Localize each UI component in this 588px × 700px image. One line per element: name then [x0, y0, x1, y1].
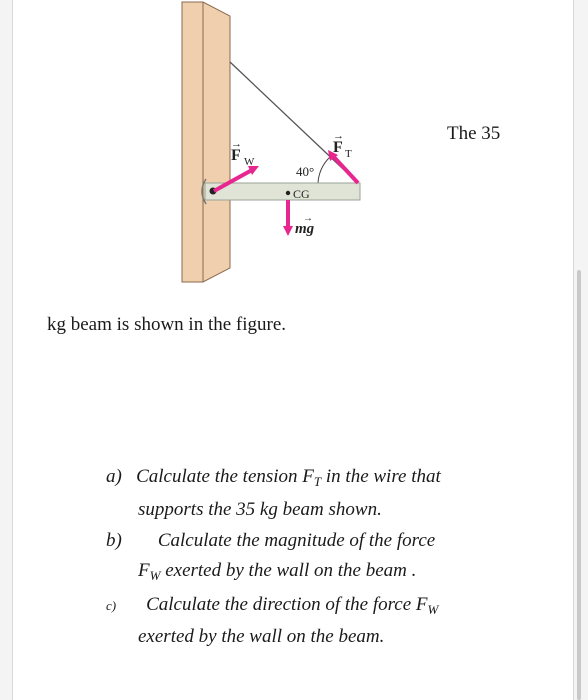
angle-label: 40°	[296, 164, 314, 179]
question-b-sub: W	[149, 568, 161, 583]
question-c-line2: exerted by the wall on the beam.	[138, 626, 385, 647]
intro-text-part1: The 35	[447, 123, 501, 144]
hinge-bracket	[201, 178, 207, 205]
question-c-marker: c)	[106, 598, 117, 613]
fw-label-sub: W	[244, 156, 255, 168]
question-a-sub: T	[313, 474, 322, 489]
ft-arrowhead	[328, 150, 338, 161]
question-c-text: Calculate the direction of the force F	[146, 594, 428, 615]
question-c-sub: W	[427, 602, 439, 617]
ft-label-sub: T	[345, 148, 352, 160]
beam	[204, 182, 361, 201]
question-b-text2: F	[138, 560, 150, 581]
mg-arrowhead	[283, 226, 293, 236]
question-a-text-end: in the wire that	[321, 466, 441, 487]
fw-arrow	[213, 168, 253, 193]
angle-arc	[317, 156, 331, 186]
question-a-line1: a) Calculate the tension FT in the wire …	[106, 462, 441, 491]
scrollbar[interactable]	[577, 270, 581, 700]
beam-figure: F W → F T → 40° CG mg →	[181, 1, 361, 283]
wall-side	[181, 1, 231, 283]
document-page	[12, 0, 574, 700]
fw-vector-mark: →	[231, 138, 242, 150]
mg-vector-mark: →	[303, 213, 313, 224]
cg-label: CG	[293, 187, 310, 201]
mg-label: mg	[295, 221, 315, 237]
question-b-text2-end: exerted by the wall on the beam .	[160, 560, 417, 581]
question-a-line2: supports the 35 kg beam shown.	[138, 499, 382, 520]
fw-label: F	[231, 147, 241, 164]
question-c-line1: c) Calculate the direction of the force F…	[106, 590, 438, 620]
ft-label: F	[333, 139, 343, 156]
question-a-text: Calculate the tension F	[136, 466, 314, 487]
ft-arrow	[331, 154, 360, 185]
question-b-marker: b)	[106, 530, 122, 551]
fw-arrowhead	[248, 166, 259, 175]
question-b-line1: b) Calculate the magnitude of the force	[106, 526, 435, 555]
question-b-line2: FW exerted by the wall on the beam .	[138, 556, 416, 585]
cg-dot	[285, 190, 291, 196]
question-b-text: Calculate the magnitude of the force	[157, 530, 436, 551]
ft-vector-mark: →	[333, 130, 344, 142]
intro-text-part2: kg beam is shown in the figure.	[47, 314, 287, 335]
question-a-marker: a)	[106, 466, 122, 487]
